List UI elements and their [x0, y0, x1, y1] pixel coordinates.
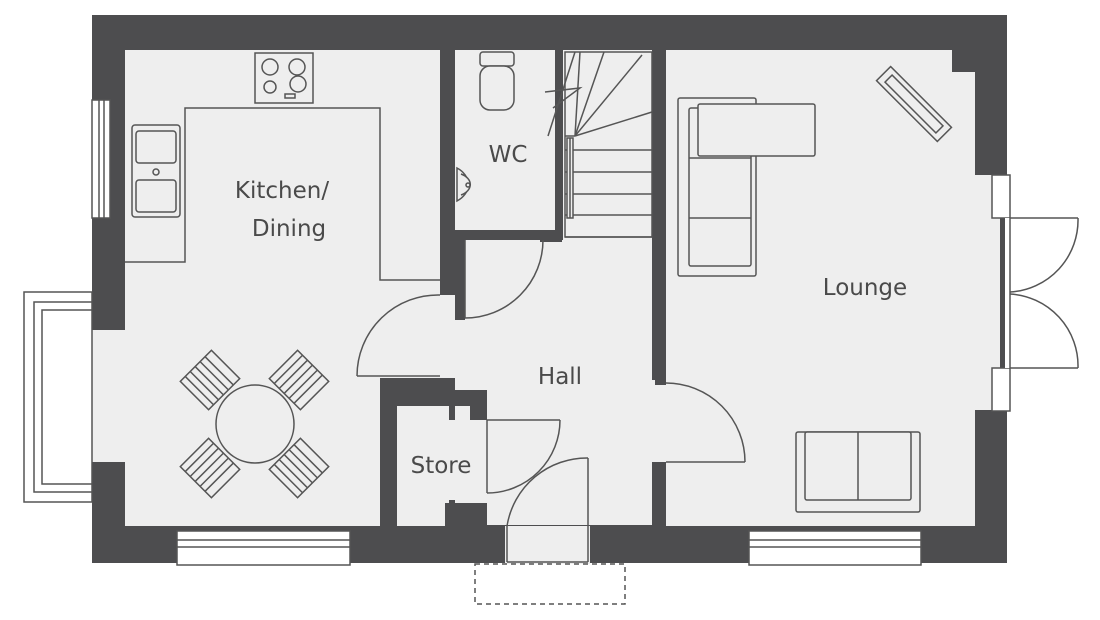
wall-wc-corner — [540, 230, 562, 242]
chair-icon — [268, 349, 330, 411]
basin-icon — [456, 166, 471, 203]
window-icon — [176, 530, 351, 566]
front-entrance — [474, 457, 626, 605]
store-floor — [397, 406, 449, 526]
wall-store-notch — [470, 404, 487, 420]
hall-label: Hall — [538, 364, 582, 390]
chair-icon — [179, 349, 241, 411]
wall-hall-lounge-top — [652, 50, 666, 380]
window-icon — [91, 99, 111, 219]
table-icon — [215, 384, 295, 464]
lounge-furniture — [677, 65, 953, 513]
internal-walls — [380, 50, 666, 526]
wall-kitchen-wc — [440, 50, 455, 295]
hall-floor — [455, 240, 655, 525]
lounge-label: Lounge — [823, 275, 907, 301]
room-labels: Kitchen/ Dining WC Hall Store Lounge — [235, 142, 907, 479]
store-floor-2 — [445, 420, 475, 500]
sofa-icon — [795, 431, 921, 513]
chair-icon — [268, 437, 330, 499]
wc-fittings — [456, 51, 515, 203]
kitchen-label-line1: Kitchen/ — [235, 178, 329, 204]
wc-label: WC — [489, 142, 528, 168]
door-swings — [356, 239, 746, 494]
wall-kitchen-store-top — [380, 378, 455, 392]
store-label: Store — [411, 453, 472, 479]
sofa-icon — [677, 97, 816, 277]
french-doors — [1005, 217, 1079, 369]
wall-store-top — [397, 390, 487, 406]
window-icon — [991, 174, 1011, 219]
kitchen-units — [125, 52, 440, 281]
window-icon — [748, 530, 922, 566]
toilet-icon — [479, 51, 515, 111]
bay-window — [23, 291, 93, 503]
lounge-doorway-floor — [650, 385, 670, 465]
stairs-icon — [544, 51, 653, 238]
worktop-outline — [125, 107, 440, 281]
wall-store-left — [380, 390, 397, 526]
windows — [91, 99, 1011, 566]
wall-store-bottom — [445, 503, 487, 526]
wall-wc-stairs — [555, 50, 563, 240]
chair-icon — [179, 437, 241, 499]
dining-set — [179, 349, 330, 499]
room-floors — [64, 50, 1000, 526]
porch-outline — [474, 563, 626, 605]
tv-icon — [875, 65, 953, 143]
wall-wc-bottom — [455, 230, 465, 320]
wall-hall-lounge-bottom — [652, 462, 666, 526]
window-icon — [991, 367, 1011, 412]
kitchen-label-line2: Dining — [252, 216, 326, 242]
window-icon — [23, 291, 93, 503]
stair-floor — [562, 50, 654, 240]
